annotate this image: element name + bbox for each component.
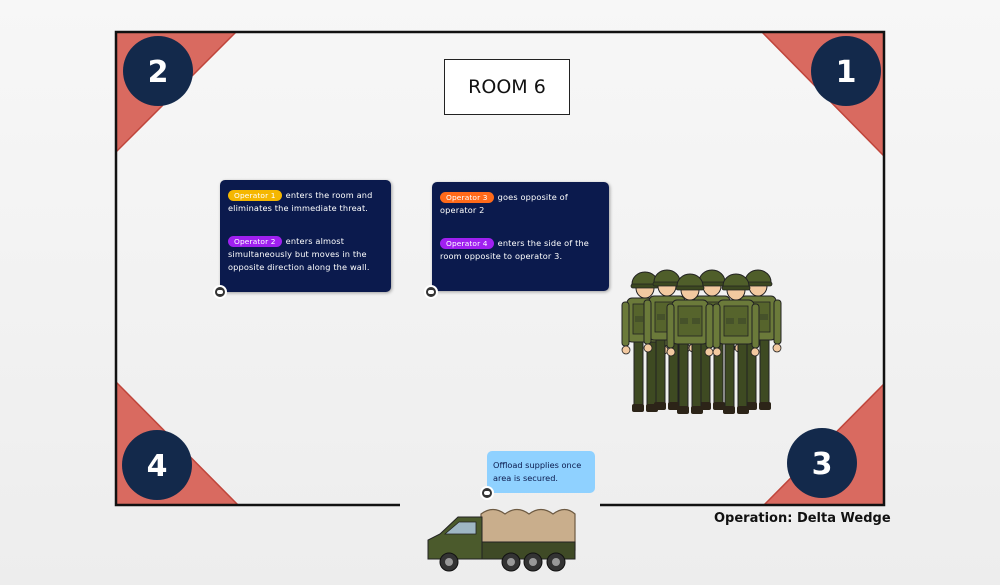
corner-badge-4: 4 <box>122 430 192 500</box>
comment-pin-icon[interactable] <box>424 285 438 299</box>
svg-text:2: 2 <box>148 55 169 90</box>
soldiers-group <box>621 269 782 415</box>
room-wall <box>114 30 886 507</box>
corner-badge-2: 2 <box>123 36 193 106</box>
corner-badge-3: 3 <box>787 428 857 498</box>
operator-3-tag: Operator 3 <box>440 192 494 203</box>
svg-text:3: 3 <box>812 447 833 482</box>
operator-1-text: enters the room and eliminates the immed… <box>228 190 373 213</box>
operator-2-tag: Operator 2 <box>228 236 282 247</box>
corner-badge-1: 1 <box>811 36 881 106</box>
comment-pin-icon[interactable] <box>480 486 494 500</box>
operator-3-text: goes opposite of operator 2 <box>440 192 568 215</box>
operator-4-tag: Operator 4 <box>440 238 494 249</box>
operator-2-text: enters almost simultaneously but moves i… <box>228 236 370 272</box>
offload-note: Offload supplies once area is secured. <box>487 451 595 493</box>
supply-truck <box>427 508 576 572</box>
svg-text:4: 4 <box>147 449 168 484</box>
operator-4-text: enters the side of the room opposite to … <box>440 238 589 261</box>
room-title: ROOM 6 <box>444 59 570 115</box>
svg-text:1: 1 <box>836 55 857 90</box>
operation-label: Operation: Delta Wedge <box>714 511 891 526</box>
operator-1-tag: Operator 1 <box>228 190 282 201</box>
comment-pin-icon[interactable] <box>213 285 227 299</box>
